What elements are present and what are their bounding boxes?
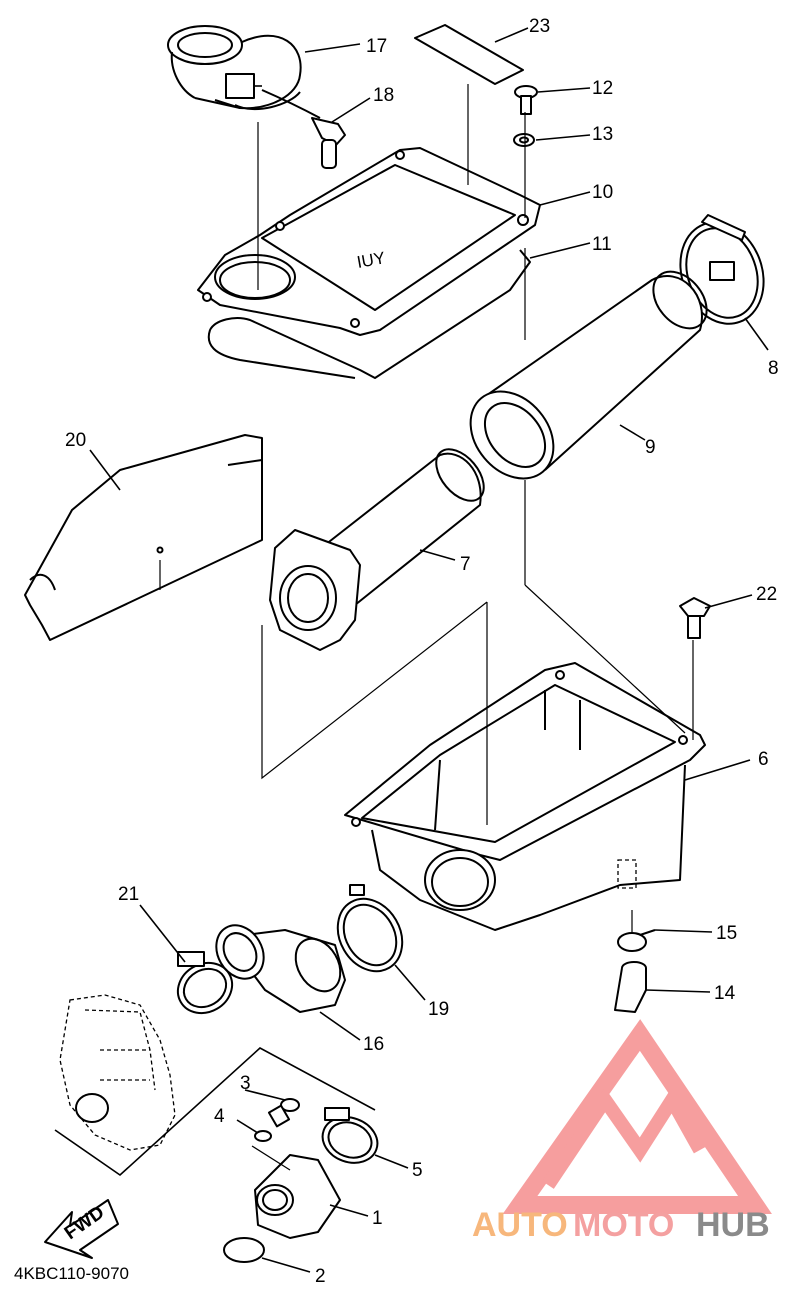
part-4-washer [254, 1130, 272, 1142]
label-7: 7 [460, 554, 471, 575]
part-13-washer [513, 133, 535, 147]
part-11-cover-gasket [207, 249, 531, 379]
label-18: 18 [373, 85, 394, 106]
part-15-clip [617, 929, 656, 952]
label-2: 2 [315, 1266, 326, 1287]
watermark-moto: MOTO [573, 1206, 674, 1244]
part-3-screw [267, 1098, 300, 1128]
label-23: 23 [529, 16, 550, 37]
assembly-lines [159, 84, 694, 1171]
label-22: 22 [756, 584, 777, 605]
label-1: 1 [372, 1208, 383, 1229]
label-4: 4 [214, 1106, 225, 1127]
fwd-arrow-icon: FWD [44, 1199, 119, 1259]
label-21: 21 [118, 884, 139, 905]
leader-lines [89, 27, 769, 1273]
part-17-intake-duct [167, 25, 302, 110]
part-8-element-cap [679, 214, 765, 325]
watermark-auto: AUTO [472, 1206, 568, 1244]
part-16-intake-joint [215, 924, 346, 1013]
part-7-filter-tube [269, 448, 485, 651]
label-6: 6 [758, 749, 769, 770]
watermark-text: AUTO MOTO HUB [472, 1206, 770, 1244]
label-15: 15 [716, 923, 737, 944]
part-9-air-filter-element [469, 270, 708, 480]
part-10-air-box-cover: IUY [197, 147, 541, 336]
label-11: 11 [592, 234, 612, 255]
watermark-logo [502, 1019, 772, 1214]
label-12: 12 [592, 78, 613, 99]
part-6-air-box-case [344, 662, 706, 931]
label-13: 13 [592, 124, 613, 145]
label-19: 19 [428, 999, 449, 1020]
cover-decal-text: IUY [355, 248, 386, 272]
label-16: 16 [363, 1034, 384, 1055]
label-9: 9 [645, 437, 656, 458]
label-10: 10 [592, 182, 613, 203]
label-20: 20 [65, 430, 86, 451]
label-14: 14 [714, 983, 736, 1004]
label-3: 3 [240, 1073, 251, 1094]
label-5: 5 [412, 1160, 423, 1181]
part-21-clamp [176, 951, 234, 1015]
part-19-clamp [336, 884, 404, 973]
watermark-hub: HUB [696, 1206, 770, 1244]
part-12-screw [514, 85, 538, 115]
part-number-labels: 17 18 23 12 13 10 11 8 9 7 20 22 6 15 14… [65, 16, 779, 1287]
part-22-bolt [679, 597, 711, 639]
part-23-label [414, 24, 524, 85]
label-17: 17 [366, 36, 387, 57]
part-1-carburetor-joint [254, 1154, 341, 1239]
part-2-o-ring [223, 1237, 265, 1263]
label-8: 8 [768, 358, 779, 379]
drawing-code: 4KBC110-9070 [14, 1264, 129, 1283]
part-14-drain-pipe [614, 961, 647, 1013]
engine-reference-outline [54, 994, 376, 1177]
part-18-breather-pipe [261, 89, 346, 169]
part-5-clamp [321, 1107, 379, 1164]
part-20-side-panel [24, 434, 263, 641]
